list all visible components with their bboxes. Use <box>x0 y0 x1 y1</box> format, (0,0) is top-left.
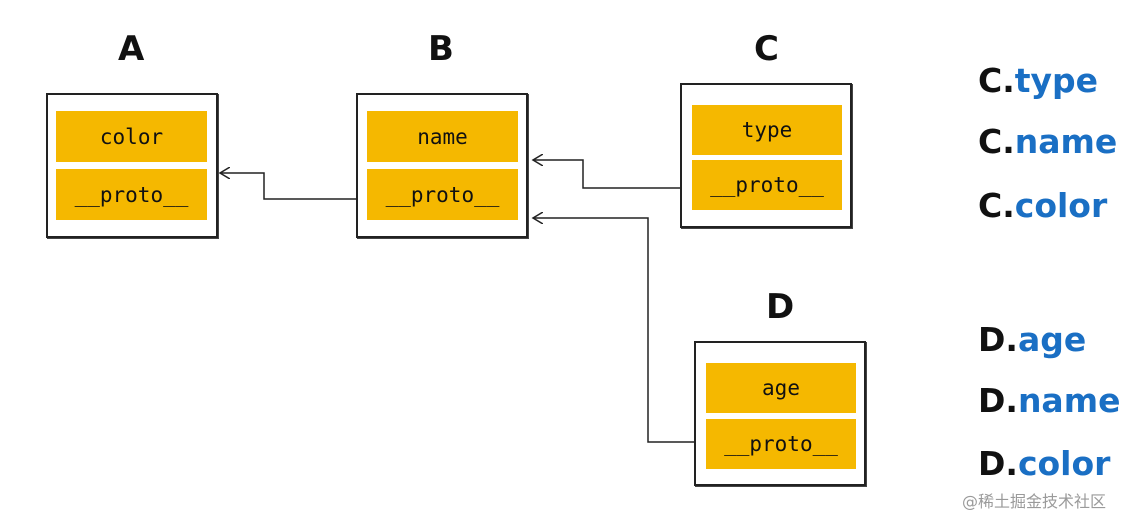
lookup-object-label: D. <box>978 320 1018 359</box>
object-c-box: type __proto__ <box>680 83 852 228</box>
object-c-field-type: type <box>692 105 842 155</box>
lookup-object-label: D. <box>978 444 1018 483</box>
lookup-object-label: C. <box>978 186 1015 225</box>
lookup-d-name: D.name <box>978 384 1120 417</box>
object-c-title: C <box>754 29 779 69</box>
lookup-property-label: age <box>1017 320 1087 359</box>
object-d-title: D <box>766 287 795 327</box>
object-d-field-proto: __proto__ <box>706 419 856 469</box>
link-b-to-a <box>220 173 378 200</box>
lookup-property-label: name <box>1017 381 1121 420</box>
object-b-title: B <box>428 29 454 69</box>
object-b-field-proto: __proto__ <box>367 169 518 220</box>
object-a-field-proto: __proto__ <box>56 169 207 220</box>
object-c-field-proto: __proto__ <box>692 160 842 210</box>
lookup-property-label: color <box>1014 186 1108 225</box>
object-b-field-name: name <box>367 111 518 162</box>
lookup-d-color: D.color <box>978 447 1110 480</box>
object-b-box: name __proto__ <box>356 93 528 238</box>
lookup-c-name: C.name <box>978 125 1117 158</box>
object-a-field-color: color <box>56 111 207 162</box>
lookup-c-type: C.type <box>978 64 1098 97</box>
object-a-title: A <box>118 29 145 69</box>
lookup-object-label: D. <box>978 381 1018 420</box>
object-d-box: age __proto__ <box>694 341 866 486</box>
lookup-object-label: C. <box>978 122 1015 161</box>
link-c-to-b <box>533 160 705 189</box>
object-a-box: color __proto__ <box>46 93 218 238</box>
lookup-c-color: C.color <box>978 189 1107 222</box>
lookup-property-label: color <box>1017 444 1111 483</box>
object-d-field-age: age <box>706 363 856 413</box>
lookup-object-label: C. <box>978 61 1015 100</box>
lookup-d-age: D.age <box>978 323 1086 356</box>
link-d-to-b <box>533 218 716 443</box>
lookup-property-label: name <box>1014 122 1118 161</box>
watermark: @稀土掘金技术社区 <box>962 492 1107 511</box>
lookup-property-label: type <box>1014 61 1099 100</box>
